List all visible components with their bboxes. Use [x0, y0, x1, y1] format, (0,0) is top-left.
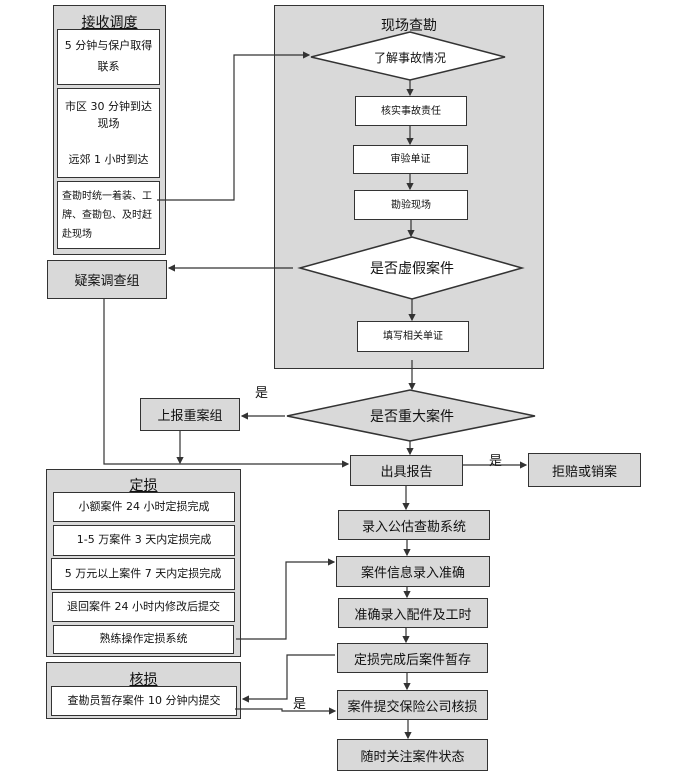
dispatch-item-dress: 查勘时统一着装、工牌、查勘包、及时赶赴现场 — [57, 181, 160, 249]
assessment-title: 定损 — [129, 478, 158, 494]
assessment-item-small: 小额案件 24 小时定损完成 — [53, 492, 235, 522]
temp-save-box: 定损完成后案件暂存 — [337, 643, 488, 673]
inspect-scene-box: 勘验现场 — [354, 190, 468, 220]
review-title: 核损 — [129, 672, 158, 688]
parts-hours-box: 准确录入配件及工时 — [338, 598, 488, 628]
fill-documents-box: 填写相关单证 — [357, 321, 469, 352]
wire-review-to-submit — [235, 707, 337, 715]
suspect-group-box: 疑案调查组 — [47, 260, 167, 299]
check-documents-box: 审验单证 — [353, 145, 468, 174]
enter-system-box: 录入公估查勘系统 — [338, 510, 490, 540]
review-item: 查勘员暂存案件 10 分钟内提交 — [51, 686, 237, 716]
reject-box: 拒赔或销案 — [528, 453, 641, 487]
assessment-item-mid: 1-5 万案件 3 天内定损完成 — [53, 525, 235, 556]
report-box: 出具报告 — [350, 455, 463, 486]
dispatch-item-arrival: 市区 30 分钟到达现场 远郊 1 小时到达 — [57, 88, 160, 178]
yes-label-major: 是 — [255, 386, 269, 401]
dispatch-title: 接收调度 — [81, 15, 138, 31]
major-group-box: 上报重案组 — [140, 398, 240, 431]
assessment-item-system: 熟练操作定损系统 — [53, 625, 234, 654]
dispatch-item-contact: 5 分钟与保户取得联系 — [57, 29, 160, 85]
case-info-box: 案件信息录入准确 — [336, 556, 490, 587]
wire-temp-to-review — [241, 654, 335, 703]
assessment-item-returned: 退回案件 24 小时内修改后提交 — [52, 592, 235, 622]
track-status-box: 随时关注案件状态 — [337, 739, 488, 771]
assessment-panel: 定损 小额案件 24 小时定损完成 1-5 万案件 3 天内定损完成 5 万元以… — [46, 469, 241, 657]
fraud-diamond-label: 是否虚假案件 — [370, 261, 454, 277]
wire-assessment-to-caseinfo — [236, 558, 336, 640]
review-panel: 核损 查勘员暂存案件 10 分钟内提交 — [46, 662, 241, 719]
understand-diamond-label: 了解事故情况 — [373, 50, 446, 65]
submit-review-box: 案件提交保险公司核损 — [337, 690, 488, 720]
yes-label-reject: 是 — [489, 454, 503, 469]
major-diamond-label: 是否重大案件 — [370, 409, 454, 425]
survey-title: 现场查勘 — [381, 18, 437, 34]
dispatch-panel: 接收调度 5 分钟与保户取得联系 市区 30 分钟到达现场 远郊 1 小时到达 … — [53, 5, 166, 255]
yes-label-review: 是 — [293, 697, 307, 712]
verify-responsibility-box: 核实事故责任 — [355, 96, 467, 126]
assessment-item-large: 5 万元以上案件 7 天内定损完成 — [51, 558, 235, 590]
